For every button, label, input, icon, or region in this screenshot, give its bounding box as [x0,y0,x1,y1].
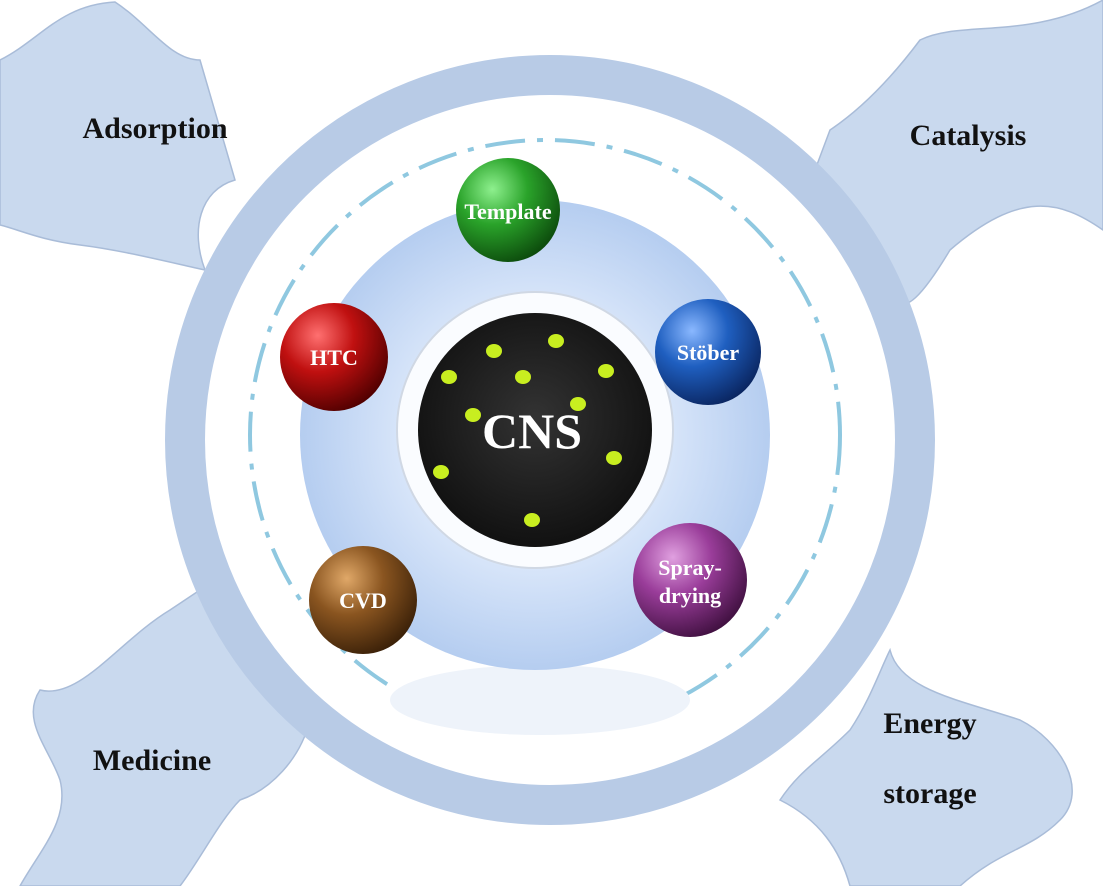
nanoparticle-dot [433,465,449,479]
method-spray-label: Spray- [658,555,722,580]
nanoparticle-dot [515,370,531,384]
nanoparticle-dot [606,451,622,465]
app-energy-label: Energy [883,707,976,740]
nanoparticle-dot [598,364,614,378]
app-medicine-label: Medicine [93,744,211,777]
cns-label: CNS [482,403,582,459]
nanoparticle-dot [441,370,457,384]
nanoparticle-dot [524,513,540,527]
cns-core [418,313,652,547]
banner-energy-storage [778,647,1073,886]
nanoparticle-dot [465,408,481,422]
banner-adsorption [0,1,236,272]
method-template: Template [456,158,560,262]
method-htc-label: HTC [310,345,358,370]
method-spray-drying: Spray- drying [633,523,747,637]
reflection [390,665,690,735]
method-template-label: Template [464,199,551,224]
method-drying-label: drying [659,583,721,608]
app-adsorption-label: Adsorption [82,112,227,145]
nanoparticle-dot [570,397,586,411]
method-cvd-label: CVD [339,588,387,613]
app-storage-label: storage [883,777,976,810]
nanoparticle-dot [486,344,502,358]
dashed-ring [248,138,842,732]
nanoparticle-dots [433,334,622,527]
method-htc: HTC [280,303,388,411]
method-stober-label: Stöber [677,340,740,365]
nanoparticle-dot [548,334,564,348]
method-stober: Stöber [655,299,761,405]
method-cvd: CVD [309,546,417,654]
app-catalysis-label: Catalysis [910,119,1027,152]
